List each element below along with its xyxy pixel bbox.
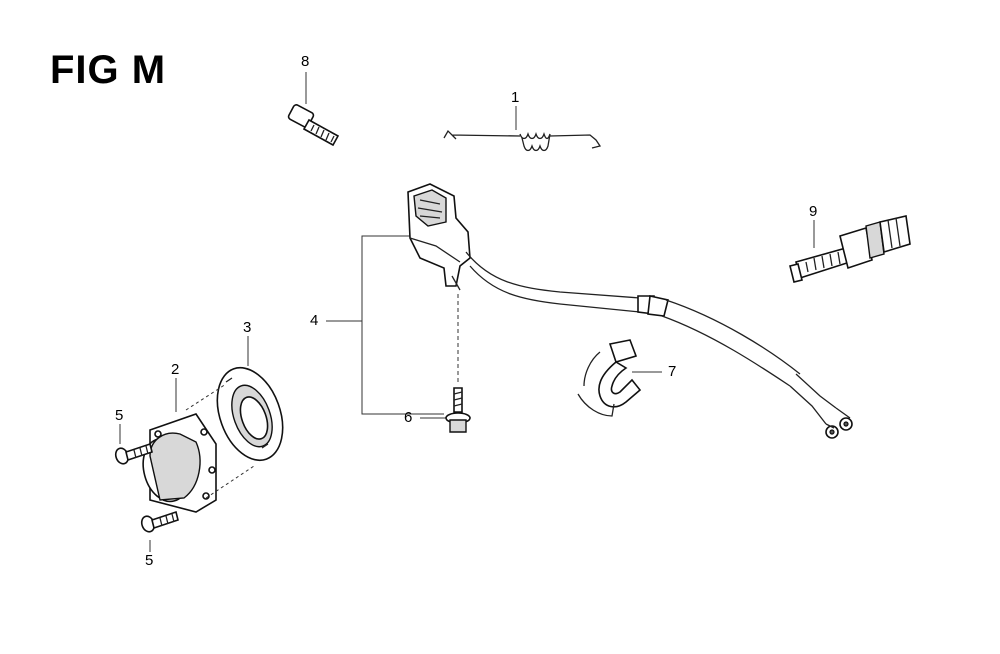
callout-4: 4 (310, 312, 319, 329)
bolt-icon (287, 72, 340, 147)
figure-title: FIG M (50, 48, 167, 92)
spark-plug-icon (789, 215, 911, 283)
flange-bolt-icon (420, 387, 471, 433)
cover-cap-icon (142, 378, 255, 513)
callout-2: 2 (171, 361, 180, 378)
callout-5-lower: 5 (145, 552, 154, 569)
callout-6: 6 (404, 409, 413, 426)
wire-clamp-icon (577, 339, 662, 417)
gasket-ring-icon (216, 336, 284, 462)
callout-3: 3 (243, 319, 252, 336)
return-spring-icon (443, 106, 602, 152)
screw-icon (140, 510, 179, 552)
callout-5-upper: 5 (115, 407, 124, 424)
callout-1: 1 (511, 89, 520, 106)
callout-8: 8 (301, 53, 310, 70)
callout-9: 9 (809, 203, 818, 220)
callout-7: 7 (668, 363, 677, 380)
switch-assembly-icon (326, 183, 853, 439)
screw-icon (114, 424, 153, 465)
